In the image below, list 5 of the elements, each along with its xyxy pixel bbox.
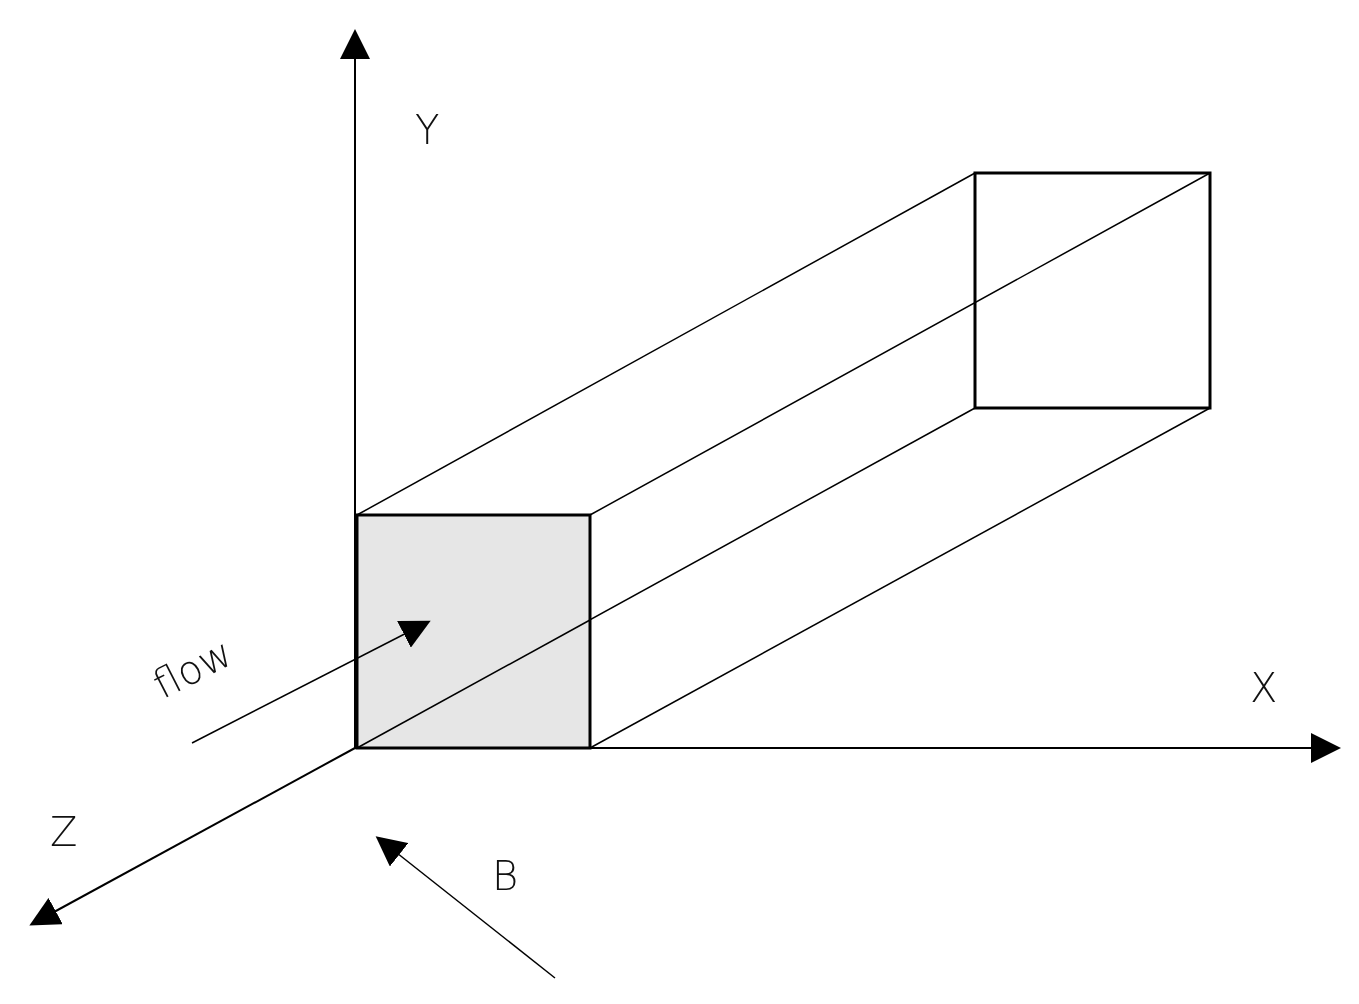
field-label: B bbox=[492, 856, 519, 896]
flow-label: flow bbox=[146, 631, 239, 705]
axis-label: Y bbox=[415, 110, 440, 150]
axis-label: X bbox=[1250, 668, 1278, 708]
axis-label: Z bbox=[50, 812, 78, 852]
